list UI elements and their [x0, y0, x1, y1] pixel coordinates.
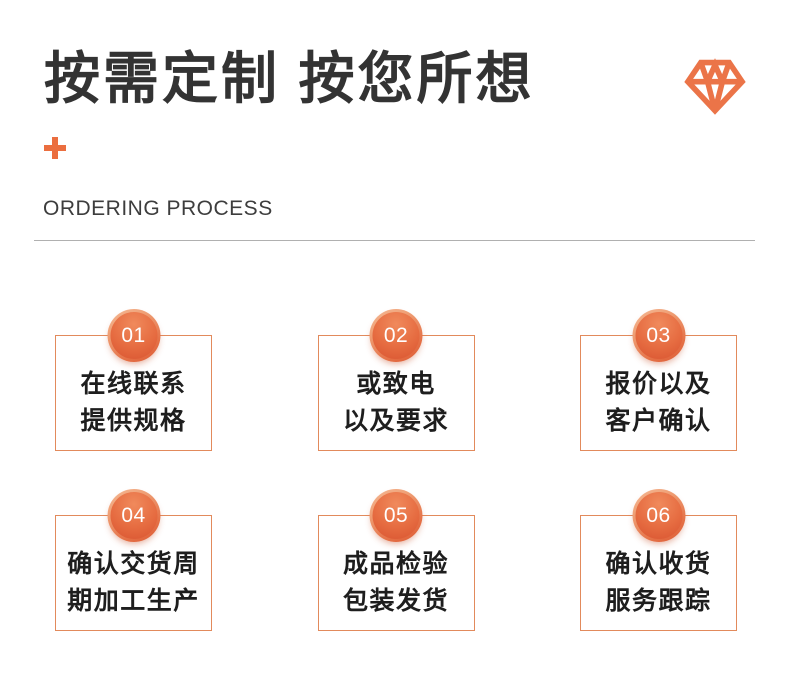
step-number-badge: 01 [107, 309, 160, 362]
step-number-badge: 03 [632, 309, 685, 362]
process-step-card-4: 04 确认交货周 期加工生产 [55, 489, 212, 631]
step-number: 03 [646, 323, 671, 347]
step-number-badge: 02 [369, 309, 423, 362]
step-text-line2: 提供规格 [80, 407, 187, 435]
step-text-line2: 客户确认 [605, 407, 712, 435]
process-step-card-2: 02 或致电 以及要求 [317, 309, 475, 451]
step-number: 02 [383, 323, 409, 347]
diamond-gem-icon [684, 57, 746, 115]
process-step-card-5: 05 成品检验 包装发货 [317, 489, 475, 631]
step-number-badge: 06 [632, 489, 685, 542]
section-subtitle: ORDERING PROCESS [43, 197, 273, 220]
step-text-line2: 包装发货 [342, 587, 449, 615]
horizontal-divider [34, 240, 755, 241]
process-steps-grid: 01 在线联系 提供规格 02 或致电 以及要求 03 报价以及 客户确认 [55, 309, 737, 631]
step-text-line1: 确认收货 [605, 550, 712, 578]
step-number: 05 [383, 503, 409, 527]
step-text-line2: 服务跟踪 [605, 587, 712, 615]
step-number-badge: 05 [369, 489, 423, 542]
process-step-card-3: 03 报价以及 客户确认 [580, 309, 737, 451]
plus-icon [44, 137, 66, 159]
step-number: 04 [121, 503, 146, 527]
step-number-badge: 04 [107, 489, 160, 542]
step-text-line2: 期加工生产 [67, 587, 200, 615]
step-text-line1: 确认交货周 [67, 550, 200, 578]
step-number: 01 [121, 323, 146, 347]
step-text-line1: 在线联系 [80, 370, 187, 398]
process-step-card-1: 01 在线联系 提供规格 [55, 309, 212, 451]
step-text-line1: 或致电 [356, 370, 436, 398]
page-title: 按需定制 按您所想 [44, 47, 535, 110]
process-step-card-6: 06 确认收货 服务跟踪 [580, 489, 737, 631]
step-text-line2: 以及要求 [342, 407, 449, 435]
step-number: 06 [646, 503, 671, 527]
step-text-line1: 成品检验 [342, 550, 449, 578]
step-text-line1: 报价以及 [605, 370, 712, 398]
